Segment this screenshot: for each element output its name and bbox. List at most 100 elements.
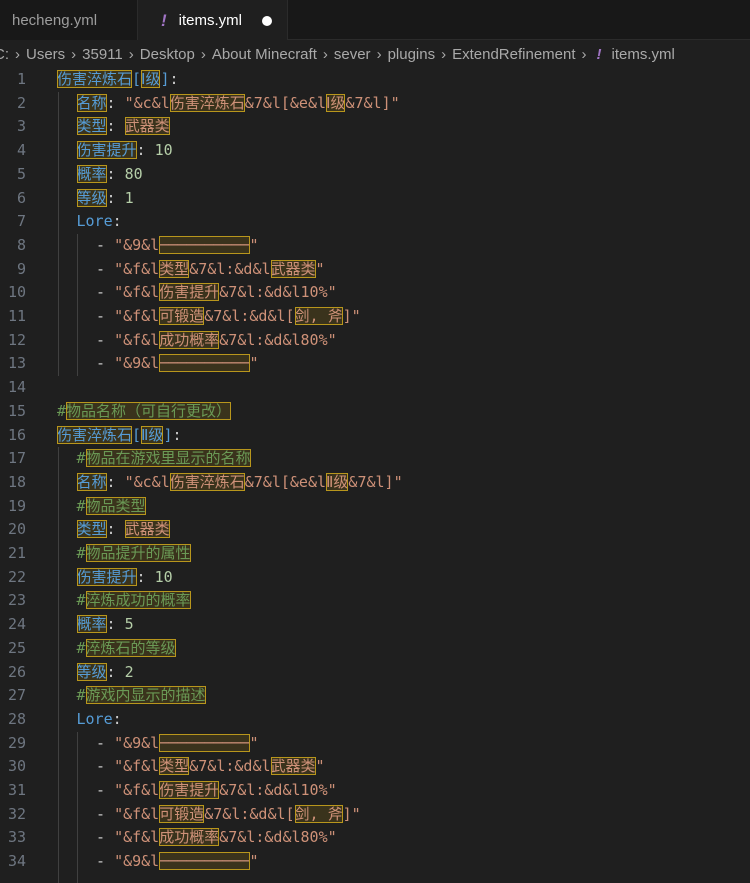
- code-line[interactable]: 13- "&9&l──────────": [0, 352, 750, 376]
- indent-guide: [77, 234, 78, 376]
- code-text: - "&f&l可锻造&7&l:&d&l[剑, 斧]": [96, 305, 361, 329]
- code-line[interactable]: 29- "&9&l──────────": [0, 732, 750, 756]
- breadcrumb-item[interactable]: Users: [26, 45, 66, 63]
- code-text: 等级: 1: [76, 187, 134, 211]
- token: "&9&l: [114, 235, 160, 254]
- line-number: 18: [7, 472, 26, 491]
- token: "&9&l: [114, 354, 160, 373]
- token: :: [172, 425, 182, 444]
- token: :: [106, 520, 125, 539]
- line-number: 10: [7, 283, 26, 302]
- code-line[interactable]: 14: [0, 376, 750, 400]
- unicode-highlight: 伤害提升: [159, 781, 220, 799]
- token: 10: [154, 141, 173, 160]
- tab-items-yml[interactable]: ! items.yml: [138, 0, 288, 41]
- code-line[interactable]: 5 概率: 80: [0, 163, 750, 187]
- code-line[interactable]: 17#物品在游戏里显示的名称: [0, 447, 750, 471]
- unicode-highlight: ──────────: [159, 354, 250, 373]
- code-line[interactable]: 31- "&f&l伤害提升&7&l:&d&l10%": [0, 779, 750, 803]
- token: "&f&l: [114, 757, 160, 776]
- unsaved-dot-icon[interactable]: [262, 15, 273, 26]
- code-text: 类型: 武器类: [76, 518, 170, 542]
- unicode-highlight: 剑, 斧: [294, 307, 343, 325]
- code-text: 类型: 武器类: [76, 115, 170, 139]
- code-line[interactable]: 23#淬炼成功的概率: [0, 589, 750, 613]
- token: [: [132, 425, 142, 444]
- code-line[interactable]: 11- "&f&l可锻造&7&l:&d&l[剑, 斧]": [0, 305, 750, 329]
- code-text: - "&f&l成功概率&7&l:&d&l80%": [96, 329, 337, 353]
- code-text: 伤害提升: 10: [76, 566, 173, 590]
- token: :: [169, 70, 179, 88]
- token: &7&l:&d&l80%": [219, 828, 337, 847]
- line-number: 13: [7, 354, 26, 373]
- token: 2: [124, 662, 134, 681]
- unicode-highlight: 类型: [76, 117, 107, 136]
- breadcrumb-item[interactable]: Desktop: [139, 45, 195, 63]
- line-number: 33: [7, 828, 26, 847]
- breadcrumb-item[interactable]: ExtendRefinement: [452, 45, 576, 63]
- unicode-highlight: 成功概率: [159, 828, 220, 847]
- token: :: [106, 117, 125, 136]
- breadcrumb-item[interactable]: 35911: [82, 45, 123, 63]
- unicode-highlight: Ⅰ级: [141, 70, 161, 88]
- indent-guide: [58, 447, 59, 883]
- chevron-right-icon: ›: [322, 45, 328, 63]
- token: "&f&l: [114, 307, 160, 325]
- chevron-right-icon: ›: [441, 45, 447, 63]
- code-line[interactable]: 12- "&f&l成功概率&7&l:&d&l80%": [0, 329, 750, 353]
- breadcrumb-item[interactable]: items.yml: [611, 45, 675, 63]
- token: "&c&l: [124, 472, 170, 491]
- breadcrumb-item[interactable]: plugins: [387, 45, 436, 63]
- code-line[interactable]: 32- "&f&l可锻造&7&l:&d&l[剑, 斧]": [0, 803, 750, 827]
- code-line[interactable]: 10 - "&f&l伤害提升&7&l:&d&l10%": [0, 281, 750, 305]
- token: ": [249, 852, 259, 871]
- code-line[interactable]: 27#游戏内显示的描述: [0, 684, 750, 708]
- chevron-right-icon: ›: [376, 45, 382, 63]
- code-line[interactable]: 25#淬炼石的等级: [0, 637, 750, 661]
- code-line[interactable]: 8- "&9&l──────────": [0, 234, 750, 258]
- token: -: [96, 804, 115, 823]
- code-text: 概率: 5: [76, 613, 134, 637]
- code-text: - "&f&l伤害提升&7&l:&d&l10%": [96, 281, 337, 305]
- token: :: [106, 93, 125, 112]
- chevron-right-icon: ›: [581, 45, 587, 63]
- breadcrumb-item[interactable]: sever: [333, 45, 371, 63]
- code-line[interactable]: 9- "&f&l类型&7&l:&d&l武器类": [0, 258, 750, 282]
- unicode-highlight: 游戏内显示的描述: [85, 686, 206, 705]
- tab-hecheng-yml[interactable]: hecheng.yml: [0, 0, 138, 40]
- unicode-highlight: 伤害淬炼石: [169, 93, 245, 112]
- breadcrumb-item[interactable]: About Minecraft: [211, 45, 317, 63]
- code-line[interactable]: 21#物品提升的属性: [0, 542, 750, 566]
- code-line[interactable]: 33- "&f&l成功概率&7&l:&d&l80%": [0, 826, 750, 850]
- line-number: 30: [7, 757, 26, 776]
- code-text: 概率: 80: [76, 163, 143, 187]
- token: &7&l]": [345, 93, 400, 112]
- code-line[interactable]: 34- "&9&l──────────": [0, 850, 750, 874]
- token: &7&l:&d&l10%": [219, 283, 337, 302]
- tab-bar: hecheng.yml ! items.yml: [0, 0, 750, 41]
- chevron-right-icon: ›: [71, 45, 77, 63]
- breadcrumb-item[interactable]: C:: [0, 45, 9, 63]
- token: 1: [124, 188, 134, 207]
- code-text: 伤害淬炼石[Ⅱ级]:: [57, 424, 182, 448]
- token: #: [76, 638, 86, 657]
- code-line[interactable]: 19#物品类型: [0, 495, 750, 519]
- token: 10: [154, 567, 173, 586]
- code-line[interactable]: 30- "&f&l类型&7&l:&d&l武器类": [0, 755, 750, 779]
- code-line[interactable]: 15#物品名称（可自行更改）: [0, 400, 750, 424]
- line-number: 5: [16, 164, 26, 183]
